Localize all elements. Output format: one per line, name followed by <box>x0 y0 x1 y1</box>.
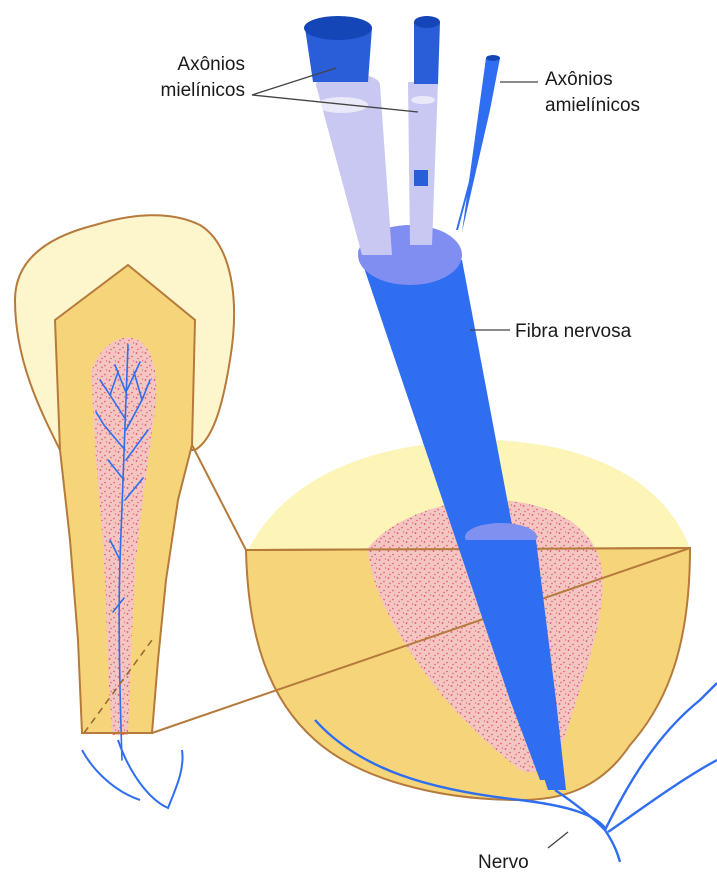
small-axon-top <box>414 16 440 28</box>
small-axon-core <box>414 22 440 84</box>
small-axon-mid-node <box>414 170 428 186</box>
tooth-root-nerve-right <box>118 740 183 808</box>
label-unmyelinated-axons-line2: amielínicos <box>545 95 640 116</box>
unmyelinated-axon-top <box>486 55 500 61</box>
label-nerve: Nervo <box>478 852 529 873</box>
enlargement-line-top <box>192 445 246 550</box>
label-nerve-fiber: Fibra nervosa <box>515 321 632 342</box>
large-axon-node <box>316 97 368 113</box>
axons <box>304 16 500 255</box>
small-myelin-sheath <box>408 82 438 245</box>
label-myelinated-axons-line1: Axônios <box>177 54 245 75</box>
leader-nerve <box>548 832 568 848</box>
tooth-root-nerve-left <box>82 750 140 800</box>
label-myelinated-axons-line2: mielínicos <box>161 80 245 101</box>
small-axon-node <box>411 96 435 104</box>
label-unmyelinated-axons-line1: Axônios <box>545 69 613 90</box>
large-axon-top <box>304 16 372 40</box>
tooth <box>15 215 234 808</box>
